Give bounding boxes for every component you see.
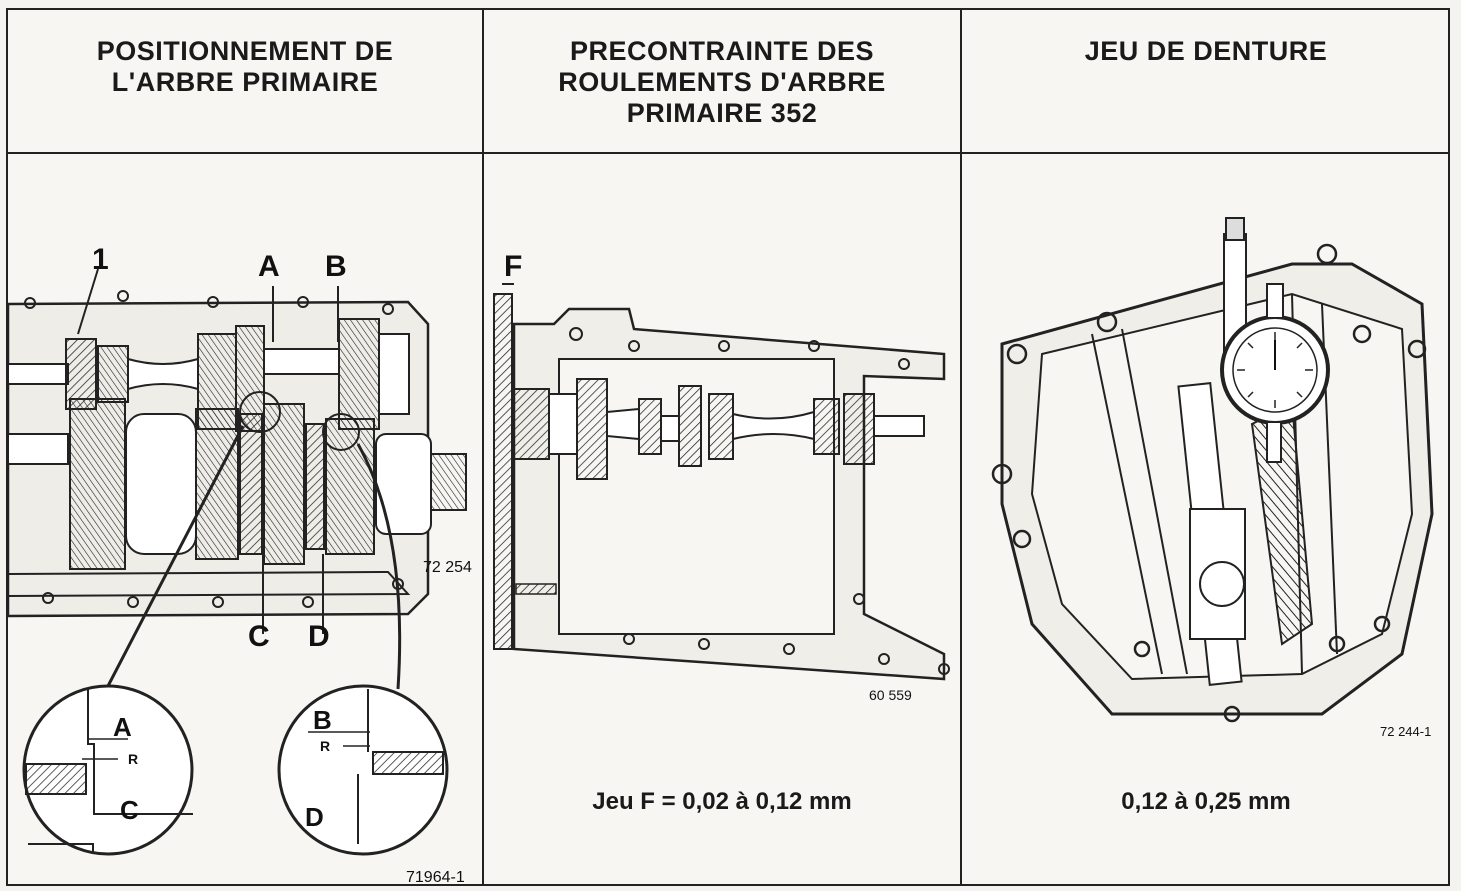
- label-d: D: [308, 620, 330, 653]
- gearbox-shaft-svg: 1 A B C D 72 254 A R C: [6, 243, 472, 886]
- label-c: C: [248, 620, 270, 653]
- column-2-header: PRECONTRAINTE DES ROULEMENTS D'ARBRE PRI…: [484, 10, 960, 154]
- column-1-title-line-1: POSITIONNEMENT DE: [96, 36, 394, 66]
- figure-ref-72244: 72 244-1: [1380, 724, 1431, 739]
- column-1-header: POSITIONNEMENT DE L'ARBRE PRIMAIRE: [8, 10, 482, 154]
- column-1-title-line-2: L'ARBRE PRIMAIRE: [111, 67, 379, 97]
- column-3-header: JEU DE DENTURE: [962, 10, 1450, 154]
- label-b: B: [325, 250, 347, 283]
- figure-ref-60559: 60 559: [869, 687, 912, 703]
- detail-label-b: B: [313, 705, 332, 735]
- label-f: F: [504, 250, 522, 283]
- column-3-title-line-1: JEU DE DENTURE: [1084, 36, 1328, 66]
- column-arbre-primaire: POSITIONNEMENT DE L'ARBRE PRIMAIRE: [6, 10, 484, 886]
- label-1: 1: [92, 243, 109, 276]
- detail-label-d: D: [305, 802, 324, 832]
- column-2-title-line-1: PRECONTRAINTE DES: [569, 36, 875, 66]
- detail-label-r-right: R: [320, 738, 330, 754]
- figure-ref-71964: 71964-1: [406, 869, 465, 886]
- label-a: A: [258, 250, 280, 283]
- detail-label-c: C: [120, 795, 139, 825]
- detail-label-r-left: R: [128, 751, 138, 767]
- column-precontrainte: PRECONTRAINTE DES ROULEMENTS D'ARBRE PRI…: [484, 10, 962, 884]
- figure-ref-72254: 72 254: [423, 559, 472, 576]
- backlash-svg: 72 244-1: [991, 217, 1434, 739]
- detail-label-a: A: [113, 712, 132, 742]
- gearbox-shaft-diagram: 1 A B C D 72 254 A R C: [6, 154, 482, 886]
- column-2-title-line-3: PRIMAIRE 352: [626, 98, 818, 128]
- backlash-caption: 0,12 à 0,25 mm: [1121, 788, 1291, 815]
- column-jeu-de-denture: JEU DE DENTURE: [962, 10, 1450, 884]
- column-2-title-line-2: ROULEMENTS D'ARBRE: [558, 67, 886, 97]
- document-sheet: POSITIONNEMENT DE L'ARBRE PRIMAIRE: [6, 8, 1450, 886]
- bearing-preload-svg: F: [493, 250, 950, 703]
- preload-caption: Jeu F = 0,02 à 0,12 mm: [592, 788, 852, 815]
- bearing-preload-diagram: F: [484, 154, 960, 884]
- backlash-diagram: 72 244-1: [962, 154, 1450, 884]
